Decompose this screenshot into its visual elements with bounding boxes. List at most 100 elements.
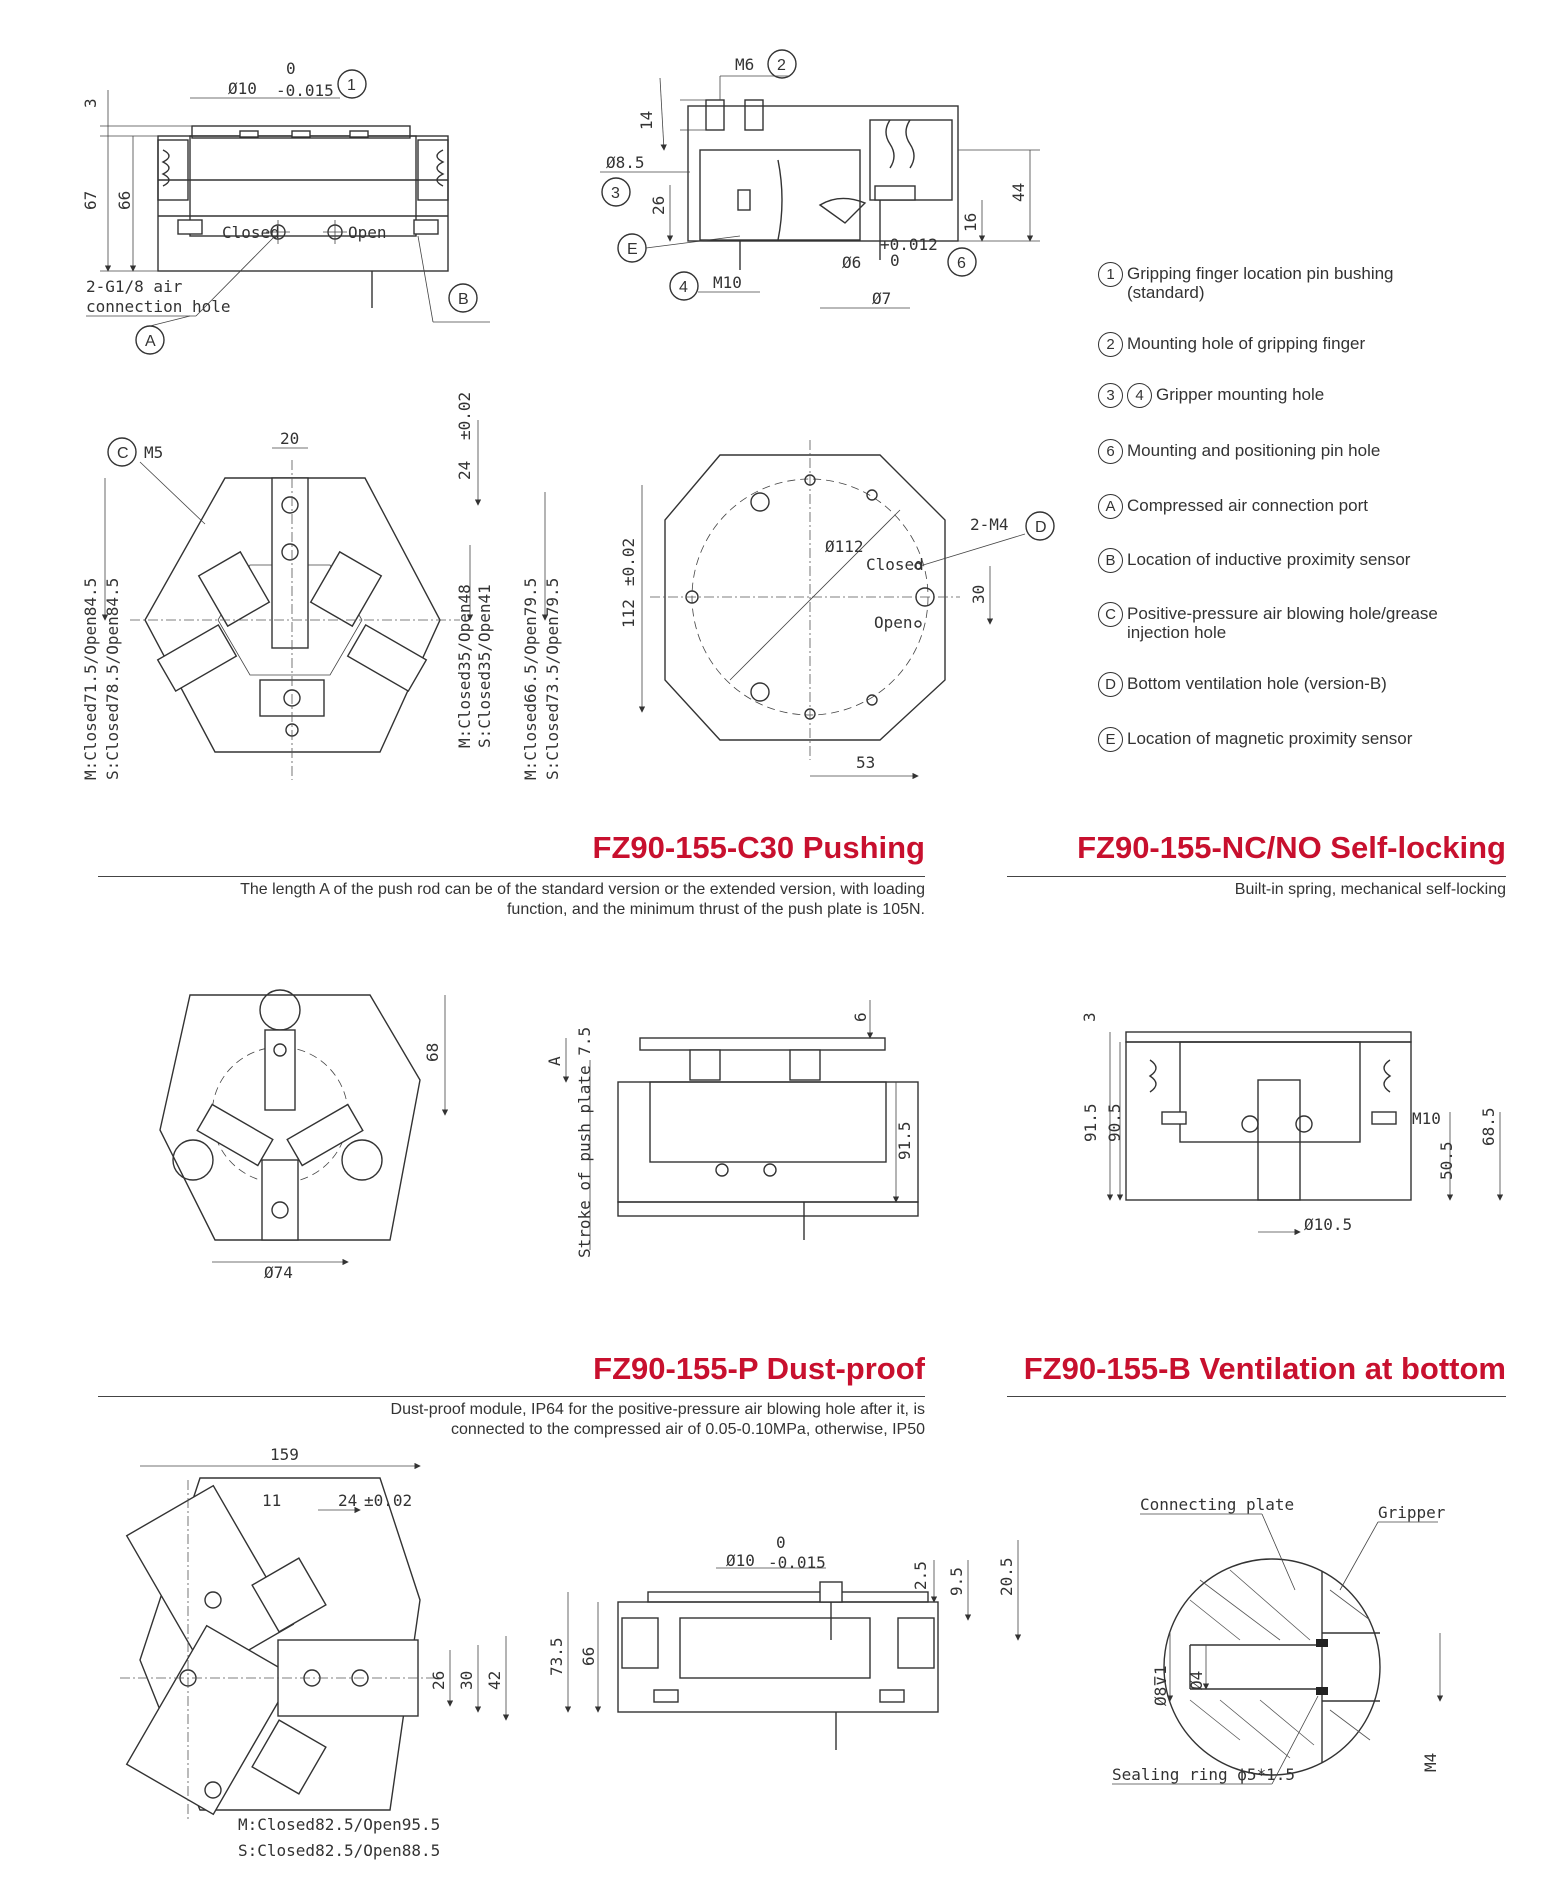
section-title-dust-proof: FZ90-155-P Dust-proof xyxy=(593,1351,925,1386)
top-view-main: C M5 20 24 ±0.02 M:Closed71.5/Open84.5 S… xyxy=(81,392,562,780)
dim-20-5: 20.5 xyxy=(997,1557,1016,1596)
legend-text-d: Bottom ventilation hole (version-B) xyxy=(1127,674,1387,693)
dim-m-closed-2: M:Closed35/Open48 xyxy=(455,584,474,748)
dim-44: 44 xyxy=(1009,183,1028,202)
section-title-pushing: FZ90-155-C30 Pushing xyxy=(592,830,925,865)
badge-4 xyxy=(669,271,699,301)
badge-c xyxy=(107,437,137,467)
dim-3: 3 xyxy=(81,98,100,108)
legend-item-2: 2 Mounting hole of gripping finger xyxy=(1098,332,1365,357)
dim-s-closed-d: S:Closed82.5/Open88.5 xyxy=(238,1841,440,1860)
badge-d-text: D xyxy=(1035,519,1047,536)
bottom-view-main: 112 ±0.02 Ø112 2-M4 D Closed Open 30 53 xyxy=(619,440,1055,780)
legend-badge-e: E xyxy=(1098,727,1123,752)
dim-2-5: 2.5 xyxy=(911,1561,930,1590)
label-open-b: Open xyxy=(874,613,913,632)
badge-4-text: 4 xyxy=(679,279,688,296)
tol-pos: +0.012 xyxy=(880,235,938,254)
badge-a-text: A xyxy=(145,333,156,350)
badge-2-text: 2 xyxy=(777,57,786,74)
dim-30: 30 xyxy=(969,585,988,604)
front-view-main: 3 67 66 Ø10 0 -0.015 1 Closed Open 2-G1/… xyxy=(81,59,490,355)
legend-badge-1: 1 xyxy=(1098,262,1123,287)
badge-2 xyxy=(767,49,797,79)
label-2-m4: 2-M4 xyxy=(970,515,1009,534)
dim-dia-8: Ø8⊽1 xyxy=(1151,1665,1170,1706)
tol-24-b: ±0.02 xyxy=(364,1491,412,1510)
legend-badge-6: 6 xyxy=(1098,439,1123,464)
label-closed-b: Closed xyxy=(866,555,924,574)
legend-badge-b: B xyxy=(1098,548,1123,573)
legend-item-1: 1 Gripping finger location pin bushing (… xyxy=(1098,262,1457,302)
section-rule-ventilation xyxy=(1007,1396,1506,1397)
label-open: Open xyxy=(348,223,387,242)
label-closed: Closed xyxy=(222,223,280,242)
section-desc-pushing-line1: The length A of the push rod can be of t… xyxy=(240,881,925,898)
section-desc-pushing: The length A of the push rod can be of t… xyxy=(105,880,925,920)
badge-b-text: B xyxy=(458,291,469,308)
tol-0-b: 0 xyxy=(890,251,900,270)
dim-dia-8-5: Ø8.5 xyxy=(606,153,645,172)
legend-text-b: Location of inductive proximity sensor xyxy=(1127,550,1411,569)
legend-item-d: D Bottom ventilation hole (version-B) xyxy=(1098,672,1387,697)
dim-m-closed-3: M:Closed66.5/Open79.5 xyxy=(521,578,540,780)
air-line-2: connection hole xyxy=(86,297,231,316)
section-title-ventilation: FZ90-155-B Ventilation at bottom xyxy=(1023,1351,1506,1386)
dim-68: 68 xyxy=(423,1043,442,1062)
section-desc-dust-proof: Dust-proof module, IP64 for the positive… xyxy=(105,1400,925,1440)
legend-badge-4: 4 xyxy=(1127,383,1152,408)
dim-s-closed-3: S:Closed73.5/Open79.5 xyxy=(543,578,562,780)
dim-s-closed: S:Closed78.5/Open84.5 xyxy=(103,578,122,780)
badge-6 xyxy=(947,247,977,277)
legend-item-3-4: 3 4 Gripper mounting hole xyxy=(1098,383,1324,408)
dim-24-b: 24 xyxy=(338,1491,357,1510)
ventilation-detail: Connecting plate Gripper Ø8⊽1 Ø4 M4 Seal… xyxy=(1112,1495,1446,1785)
legend-item-c: C Positive-pressure air blowing hole/gre… xyxy=(1098,602,1467,642)
legend-text-6: Mounting and positioning pin hole xyxy=(1127,441,1381,460)
dim-dia-6: Ø6 xyxy=(842,253,861,272)
dim-dia-74: Ø74 xyxy=(264,1263,293,1282)
label-stroke: Stroke of push plate 7.5 xyxy=(575,1027,594,1258)
legend-text-e: Location of magnetic proximity sensor xyxy=(1127,729,1413,748)
legend-item-a: A Compressed air connection port xyxy=(1098,494,1368,519)
dim-50-5: 50.5 xyxy=(1437,1141,1456,1180)
dim-26-b: 26 xyxy=(429,1671,448,1690)
dim-66: 66 xyxy=(115,191,134,210)
legend-text-c: Positive-pressure air blowing hole/greas… xyxy=(1127,604,1438,642)
badge-c-text: C xyxy=(117,445,129,462)
label-m5: M5 xyxy=(144,443,163,462)
dim-73-5: 73.5 xyxy=(547,1637,566,1676)
label-gripper: Gripper xyxy=(1378,1503,1446,1522)
dim-m-closed-d: M:Closed82.5/Open95.5 xyxy=(238,1815,440,1834)
badge-e-text: E xyxy=(627,241,638,258)
legend-text-3-4: Gripper mounting hole xyxy=(1156,385,1325,404)
legend-text-1: Gripping finger location pin bushing (st… xyxy=(1127,264,1394,302)
label-m6: M6 xyxy=(735,55,754,74)
badge-3-text: 3 xyxy=(611,185,620,202)
label-connecting-plate: Connecting plate xyxy=(1140,1495,1294,1514)
legend-badge-3: 3 xyxy=(1098,383,1123,408)
dust-proof-side-view: Ø10 0 -0.015 2.5 9.5 20.5 73.5 66 xyxy=(547,1533,1022,1750)
legend-item-b: B Location of inductive proximity sensor xyxy=(1098,548,1410,573)
dim-159: 159 xyxy=(270,1445,299,1464)
section-rule-pushing xyxy=(98,876,925,877)
dim-67: 67 xyxy=(81,191,100,210)
dim-66-b: 66 xyxy=(579,1647,598,1666)
legend-badge-a: A xyxy=(1098,494,1123,519)
tol-neg-d: -0.015 xyxy=(768,1553,826,1572)
dim-11: 11 xyxy=(262,1491,281,1510)
dim-dia-10-b: Ø10 xyxy=(726,1551,755,1570)
dim-s-closed-2: S:Closed35/Open41 xyxy=(475,584,494,748)
legend-item-6: 6 Mounting and positioning pin hole xyxy=(1098,439,1380,464)
dim-42: 42 xyxy=(485,1671,504,1690)
section-title-self-locking: FZ90-155-NC/NO Self-locking xyxy=(1077,830,1506,865)
section-desc-pushing-line2: function, and the minimum thrust of the … xyxy=(506,901,925,918)
dim-6: 6 xyxy=(851,1012,870,1022)
dim-30-b: 30 xyxy=(457,1671,476,1690)
tol-24: ±0.02 xyxy=(455,392,474,440)
dim-24: 24 xyxy=(455,461,474,480)
dim-a: A xyxy=(545,1056,564,1066)
dim-dia-10: Ø10 xyxy=(228,79,257,98)
legend-badge-c: C xyxy=(1098,602,1123,627)
